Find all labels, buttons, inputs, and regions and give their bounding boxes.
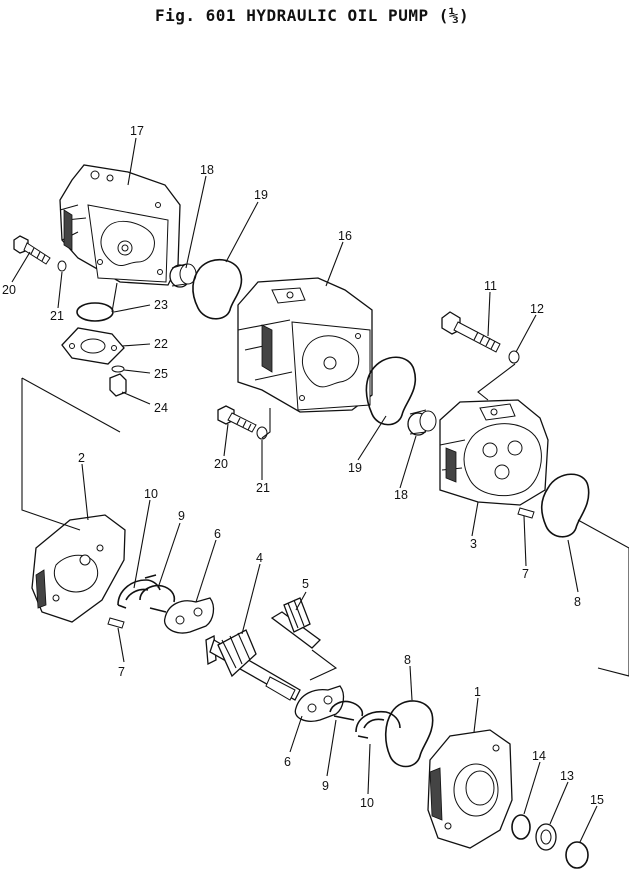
part-1-front-cover xyxy=(427,729,513,849)
callout-17: 17 xyxy=(130,124,144,138)
assembly-lines xyxy=(21,282,629,681)
part-6-side-plate-lower xyxy=(294,685,345,722)
part-5-driven-gear xyxy=(270,597,321,649)
part-7-dowel-right xyxy=(517,507,535,519)
callout-13: 13 xyxy=(560,769,574,783)
part-8-gasket-lower xyxy=(384,700,434,768)
callout-20-upper: 20 xyxy=(2,283,16,297)
part-18-bearing-lower xyxy=(407,409,437,436)
figure-title: Fig. 601 HYDRAULIC OIL PUMP (⅓) xyxy=(155,6,469,25)
callout-4: 4 xyxy=(256,551,263,565)
callout-6-upper: 6 xyxy=(214,527,221,541)
part-3-front-housing xyxy=(439,399,549,506)
part-21-washer-upper xyxy=(57,260,67,272)
leader-lines xyxy=(11,137,598,843)
part-8-gasket-right xyxy=(540,473,590,538)
part-13-oil-seal xyxy=(535,823,557,851)
part-15-snap-ring xyxy=(565,841,589,869)
part-19-gasket-middle xyxy=(365,356,417,426)
callout-25: 25 xyxy=(154,367,168,381)
part-23-o-ring xyxy=(76,302,114,322)
callout-23: 23 xyxy=(154,298,168,312)
callout-5: 5 xyxy=(302,577,309,591)
callout-15: 15 xyxy=(590,793,604,807)
callout-20-lower: 20 xyxy=(214,457,228,471)
callout-9-lower: 9 xyxy=(322,779,329,793)
callout-12: 12 xyxy=(530,302,544,316)
part-7-dowel-left xyxy=(107,617,125,629)
callout-10-upper: 10 xyxy=(144,487,158,501)
part-6-side-plate-upper xyxy=(163,597,215,634)
callout-1: 1 xyxy=(474,685,481,699)
part-17-rear-housing xyxy=(59,164,181,286)
callout-6-lower: 6 xyxy=(284,755,291,769)
callout-18-upper: 18 xyxy=(200,163,214,177)
callout-10-lower: 10 xyxy=(360,796,374,810)
part-18-bearing-upper xyxy=(169,263,197,288)
callout-labels: 17 18 19 16 11 12 20 21 23 22 25 24 20 2… xyxy=(2,124,604,810)
part-10-seal-upper xyxy=(117,574,161,609)
callout-3: 3 xyxy=(470,537,477,551)
callout-24: 24 xyxy=(154,401,168,415)
part-12-washer xyxy=(508,350,520,364)
callout-2: 2 xyxy=(78,451,85,465)
part-16-middle-housing xyxy=(237,277,373,413)
callout-18-lower: 18 xyxy=(394,488,408,502)
part-22-flange xyxy=(61,327,125,365)
part-25-washer xyxy=(111,365,125,373)
part-20-bolt-upper xyxy=(13,235,51,265)
callout-14: 14 xyxy=(532,749,546,763)
part-14-ring xyxy=(511,814,531,840)
part-20-bolt-lower xyxy=(217,405,257,433)
part-9-backup-ring-lower xyxy=(329,700,364,721)
part-9-backup-ring-upper xyxy=(139,584,176,613)
callout-22: 22 xyxy=(154,337,168,351)
part-24-bolt xyxy=(109,373,127,397)
part-19-gasket-upper xyxy=(192,259,243,320)
part-2-plate xyxy=(31,514,126,623)
part-21-washer-lower xyxy=(256,426,268,440)
callout-7-left: 7 xyxy=(118,665,125,679)
callout-21-upper: 21 xyxy=(50,309,64,323)
part-4-drive-shaft xyxy=(205,629,301,701)
callout-8-right: 8 xyxy=(574,595,581,609)
callout-7-right: 7 xyxy=(522,567,529,581)
part-10-seal-lower xyxy=(355,710,401,739)
callout-9-upper: 9 xyxy=(178,509,185,523)
part-11-bolt xyxy=(441,311,501,353)
callout-11: 11 xyxy=(484,279,497,293)
callout-16: 16 xyxy=(338,229,352,243)
callout-19-middle: 19 xyxy=(348,461,362,475)
callout-21-lower: 21 xyxy=(256,481,270,495)
callout-19-upper: 19 xyxy=(254,188,268,202)
callout-8-lower: 8 xyxy=(404,653,411,667)
